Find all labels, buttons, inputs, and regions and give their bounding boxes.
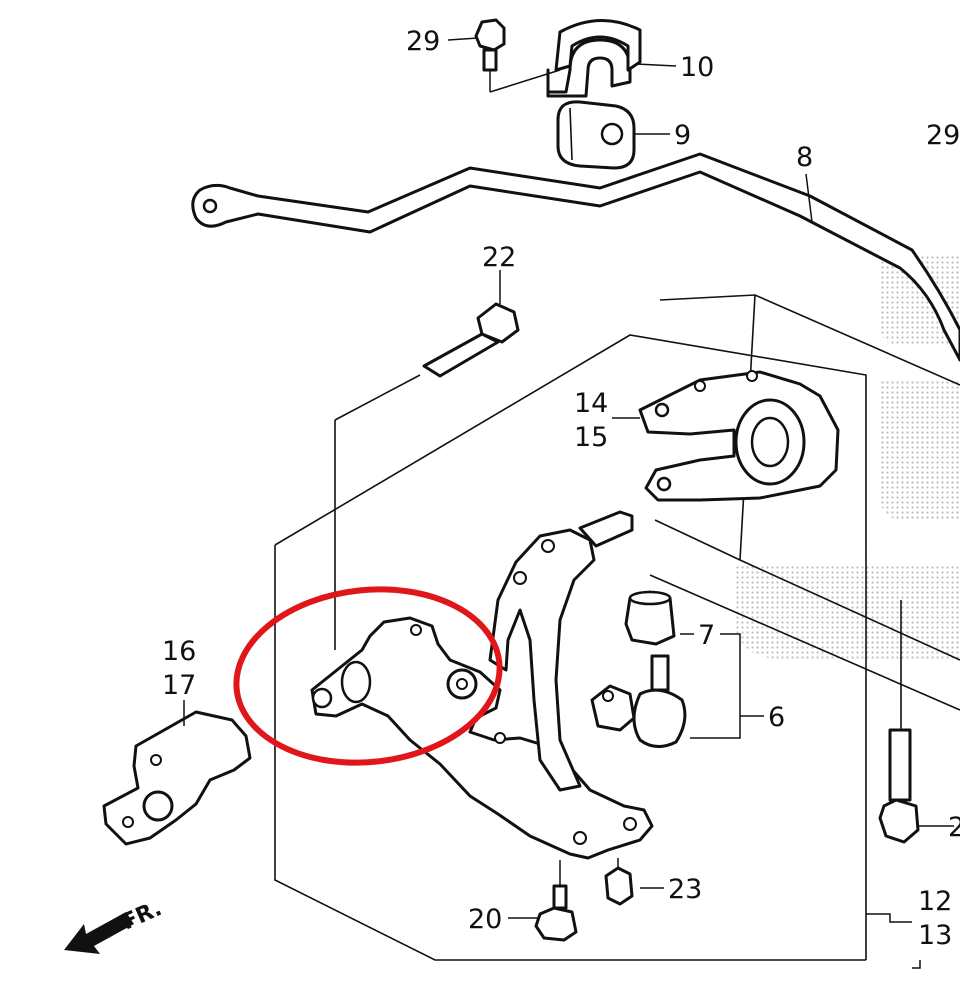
bracket-10[interactable] bbox=[546, 19, 642, 98]
front-direction-arrow: FR. bbox=[64, 896, 166, 954]
callout-10: 10 bbox=[680, 52, 714, 83]
bolt-20[interactable] bbox=[534, 860, 578, 942]
callout-29-top: 29 bbox=[406, 26, 440, 57]
stabilizer-bar-8[interactable] bbox=[191, 152, 960, 362]
callout-22: 22 bbox=[482, 242, 516, 273]
callout-leaders bbox=[447, 37, 954, 969]
lower-control-arm[interactable] bbox=[310, 510, 654, 860]
nut-23[interactable] bbox=[604, 858, 634, 906]
callout-12: 12 bbox=[918, 886, 952, 917]
callout-23: 23 bbox=[668, 874, 702, 905]
callout-15: 15 bbox=[574, 422, 608, 453]
bracket-16-17[interactable] bbox=[102, 700, 252, 846]
ball-joint-boot-7[interactable] bbox=[624, 590, 676, 646]
highlight-circle bbox=[233, 586, 503, 766]
callout-numbers: 29 10 9 29 8 22 14 15 16 17 7 6 2 12 13 … bbox=[162, 26, 960, 951]
ball-joint-6[interactable] bbox=[590, 654, 687, 748]
rear-bushing-bracket-14-15[interactable] bbox=[638, 370, 840, 502]
callout-20: 20 bbox=[468, 904, 502, 935]
bushing-9[interactable] bbox=[556, 100, 636, 170]
bolt-right[interactable] bbox=[878, 728, 920, 844]
assembly-outline bbox=[274, 294, 960, 961]
callout-2-partial: 2 bbox=[948, 812, 960, 843]
callout-17: 17 bbox=[162, 670, 196, 701]
callout-16: 16 bbox=[162, 636, 196, 667]
direction-label: FR. bbox=[118, 896, 165, 935]
arrow-left-down-icon bbox=[64, 912, 134, 954]
callout-8: 8 bbox=[796, 142, 813, 173]
bolt-22[interactable] bbox=[422, 270, 520, 378]
callout-7: 7 bbox=[698, 620, 715, 651]
callout-6: 6 bbox=[768, 702, 785, 733]
callout-29-right: 29 bbox=[926, 120, 960, 151]
callout-9: 9 bbox=[674, 120, 691, 151]
callout-14: 14 bbox=[574, 388, 608, 419]
callout-13: 13 bbox=[918, 920, 952, 951]
